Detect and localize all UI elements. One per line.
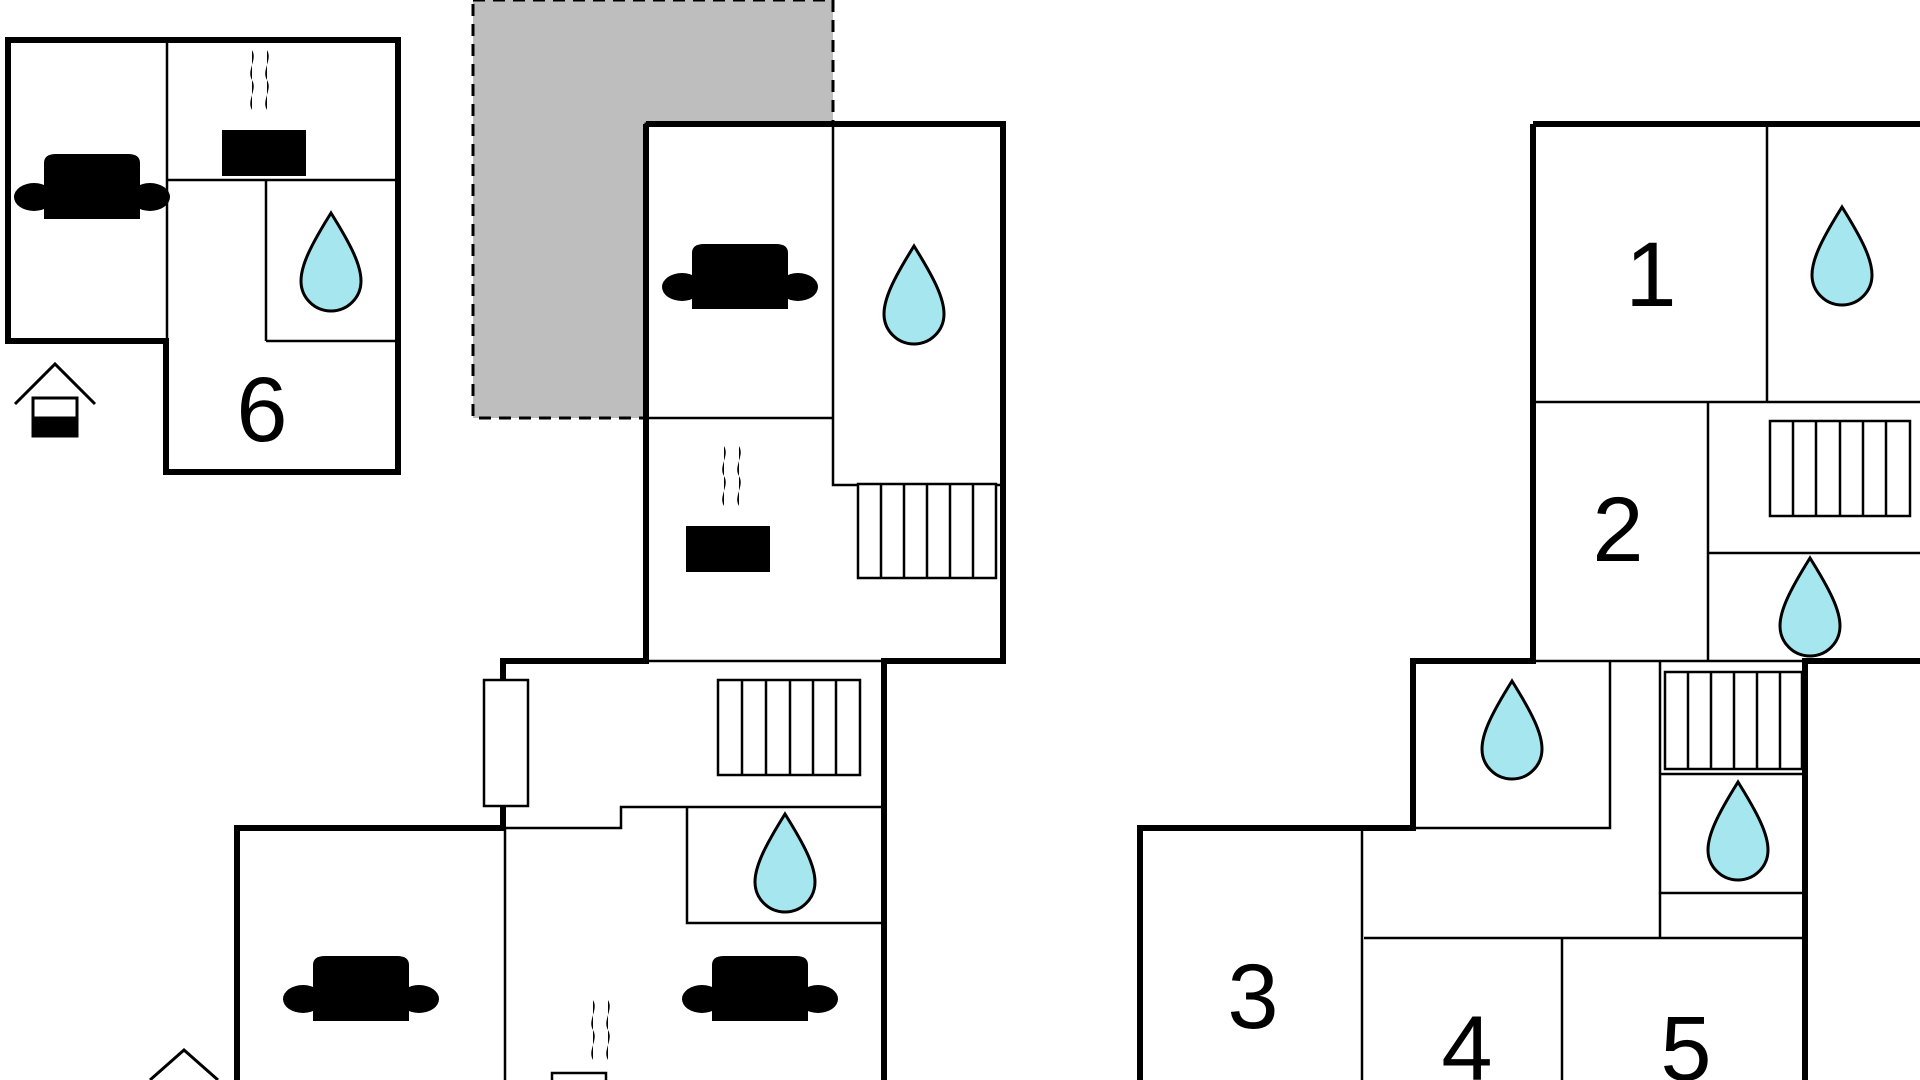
terrace-area [471,0,835,420]
entrance-house-icon [149,1047,219,1080]
water-drop-icon [1810,205,1874,307]
sofa-icon [14,154,170,235]
water-drop-icon [1480,679,1544,781]
staircase-icon [1768,419,1912,518]
cooking-pot-icon [668,526,788,572]
water-drop-icon [1706,780,1770,882]
steam-icon [722,446,741,506]
staircase-icon [856,482,998,580]
staircase-icon [1663,670,1804,771]
building-room-6 [5,37,401,475]
room-4-label: 4 [1441,998,1492,1080]
steam-icon [250,50,269,110]
steam-icon [591,1000,610,1060]
staircase-icon [716,678,862,777]
building-right [1137,121,1920,1080]
cooking-pot-icon [204,130,324,176]
sofa-icon [682,956,838,1037]
sofa-icon [662,244,818,325]
water-drop-icon [753,812,817,914]
room-3-label: 3 [1227,946,1278,1048]
room-2-label: 2 [1592,479,1643,581]
entrance-house-icon [13,361,97,438]
water-drop-icon [1778,556,1842,658]
cooking-pot-icon [550,1071,608,1080]
room-1-label: 1 [1625,224,1676,326]
water-drop-icon [882,244,946,346]
water-drop-icon [299,211,363,313]
room-5-label: 5 [1660,998,1711,1080]
door-icon [482,678,530,808]
sofa-icon [283,956,439,1037]
room-6-label: 6 [236,359,287,461]
